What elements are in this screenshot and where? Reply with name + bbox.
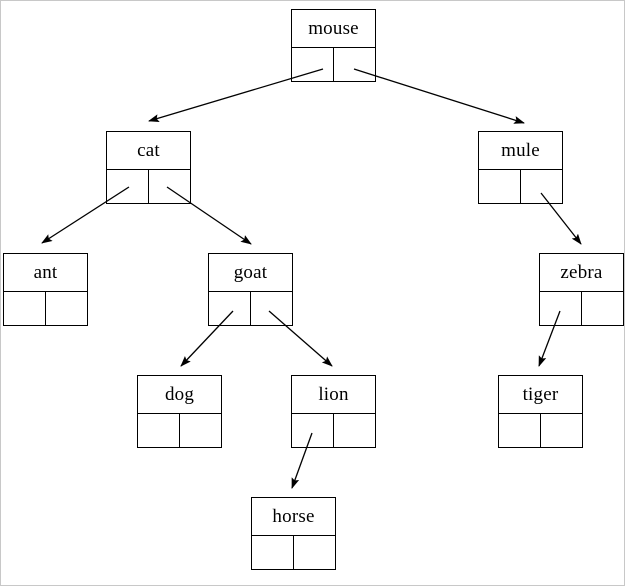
node-pointers-mule bbox=[479, 170, 562, 203]
node-pointers-zebra bbox=[540, 292, 623, 325]
node-label-cat: cat bbox=[107, 132, 190, 170]
node-pointers-horse bbox=[252, 536, 335, 569]
tree-node-tiger[interactable]: tiger bbox=[498, 375, 583, 448]
tree-node-mule[interactable]: mule bbox=[478, 131, 563, 204]
node-label-lion: lion bbox=[292, 376, 375, 414]
left-pointer-cell-tiger[interactable] bbox=[499, 414, 541, 447]
left-pointer-cell-mouse[interactable] bbox=[292, 48, 334, 81]
node-pointers-lion bbox=[292, 414, 375, 447]
node-label-mule: mule bbox=[479, 132, 562, 170]
node-label-ant: ant bbox=[4, 254, 87, 292]
right-pointer-cell-ant[interactable] bbox=[46, 292, 88, 325]
right-pointer-cell-dog[interactable] bbox=[180, 414, 222, 447]
tree-node-zebra[interactable]: zebra bbox=[539, 253, 624, 326]
left-pointer-cell-ant[interactable] bbox=[4, 292, 46, 325]
tree-node-ant[interactable]: ant bbox=[3, 253, 88, 326]
left-pointer-cell-mule[interactable] bbox=[479, 170, 521, 203]
tree-node-mouse[interactable]: mouse bbox=[291, 9, 376, 82]
right-pointer-cell-cat[interactable] bbox=[149, 170, 191, 203]
tree-node-goat[interactable]: goat bbox=[208, 253, 293, 326]
right-pointer-cell-mule[interactable] bbox=[521, 170, 563, 203]
node-label-dog: dog bbox=[138, 376, 221, 414]
node-pointers-mouse bbox=[292, 48, 375, 81]
tree-node-lion[interactable]: lion bbox=[291, 375, 376, 448]
tree-node-horse[interactable]: horse bbox=[251, 497, 336, 570]
tree-node-cat[interactable]: cat bbox=[106, 131, 191, 204]
right-pointer-cell-horse[interactable] bbox=[294, 536, 336, 569]
left-pointer-cell-lion[interactable] bbox=[292, 414, 334, 447]
node-label-mouse: mouse bbox=[292, 10, 375, 48]
node-pointers-ant bbox=[4, 292, 87, 325]
node-label-zebra: zebra bbox=[540, 254, 623, 292]
right-pointer-cell-goat[interactable] bbox=[251, 292, 293, 325]
node-pointers-cat bbox=[107, 170, 190, 203]
left-pointer-cell-dog[interactable] bbox=[138, 414, 180, 447]
node-pointers-dog bbox=[138, 414, 221, 447]
node-label-horse: horse bbox=[252, 498, 335, 536]
right-pointer-cell-zebra[interactable] bbox=[582, 292, 624, 325]
node-label-tiger: tiger bbox=[499, 376, 582, 414]
node-pointers-goat bbox=[209, 292, 292, 325]
right-pointer-cell-tiger[interactable] bbox=[541, 414, 583, 447]
left-pointer-cell-zebra[interactable] bbox=[540, 292, 582, 325]
left-pointer-cell-cat[interactable] bbox=[107, 170, 149, 203]
left-pointer-cell-horse[interactable] bbox=[252, 536, 294, 569]
left-pointer-cell-goat[interactable] bbox=[209, 292, 251, 325]
edge-mouse-to-mule bbox=[353, 68, 525, 124]
node-pointers-tiger bbox=[499, 414, 582, 447]
right-pointer-cell-lion[interactable] bbox=[334, 414, 376, 447]
right-pointer-cell-mouse[interactable] bbox=[334, 48, 376, 81]
tree-node-dog[interactable]: dog bbox=[137, 375, 222, 448]
node-label-goat: goat bbox=[209, 254, 292, 292]
